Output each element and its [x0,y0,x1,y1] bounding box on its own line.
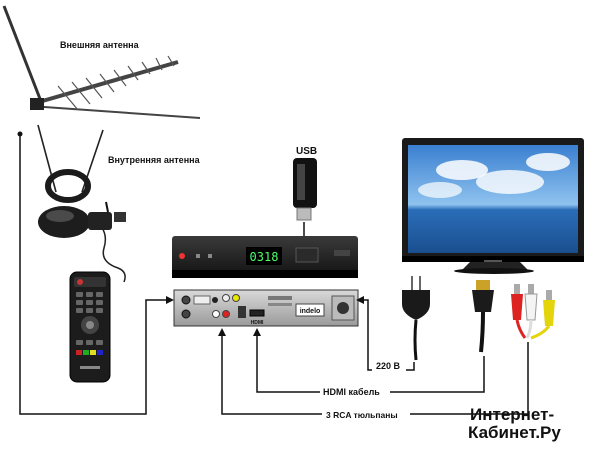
remote-control-icon [70,272,110,382]
watermark-line2: Кабинет.Ру [468,424,561,442]
watermark-line1: Интернет- [470,406,561,424]
outdoor-antenna-icon [4,6,200,118]
hdmi-port-label: HDMI [251,320,264,326]
hdmi-cable-label: HDMI кабель [323,387,380,397]
antenna-junction-dot [18,132,23,137]
rca-plugs-icon [511,284,555,338]
tv-icon [402,138,584,274]
rca-cable-label: 3 RCA тюльпаны [326,410,398,420]
outdoor-antenna-label: Внешняя антенна [60,40,139,50]
usb-label: USB [296,146,317,157]
usb-stick-icon [293,158,317,220]
hdmi-cable-line [257,330,484,392]
receiver-brand: indelo [300,308,321,315]
hdmi-plug-icon [472,280,494,352]
power-plug-icon [402,276,430,360]
watermark: Интернет- Кабинет.Ру [470,406,561,442]
receiver-back [174,290,358,326]
indoor-antenna-icon [38,125,126,282]
indoor-antenna-label: Внутренняя антенна [108,155,200,165]
power-label: 220 В [376,361,400,371]
receiver-display: 0318 [250,250,279,264]
